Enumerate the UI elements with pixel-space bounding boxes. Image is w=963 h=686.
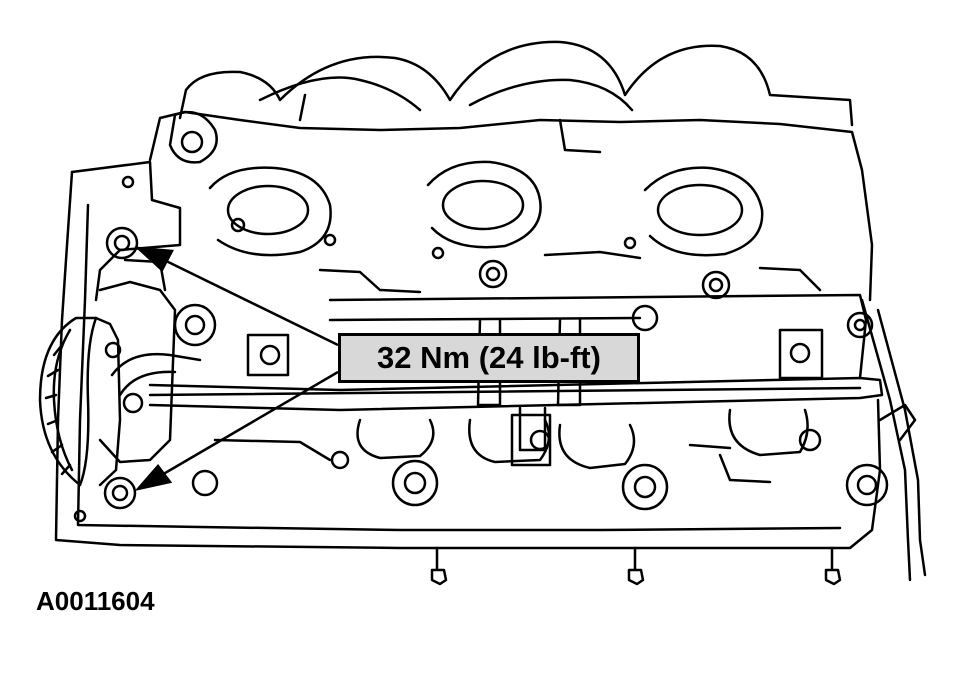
head-outer-frame bbox=[70, 160, 182, 302]
figure-id: A0011604 bbox=[36, 586, 155, 616]
torque-label: 32 Nm (24 lb-ft) bbox=[377, 340, 601, 375]
torx-bolt-icon bbox=[846, 311, 874, 339]
torx-bolt-icon bbox=[105, 226, 139, 260]
head-upper-body bbox=[148, 110, 874, 302]
camshaft bbox=[148, 376, 884, 412]
exhaust-port bbox=[226, 184, 310, 236]
leader-arrow-icon bbox=[134, 370, 339, 492]
exhaust-port bbox=[441, 179, 525, 231]
torx-bolt-icon bbox=[621, 463, 669, 511]
torx-bolt-icon bbox=[103, 476, 137, 510]
exhaust-port bbox=[656, 183, 744, 237]
leader-arrow-icon bbox=[134, 246, 339, 347]
torx-bolt-icon bbox=[173, 303, 217, 347]
cam-sprocket bbox=[38, 316, 122, 487]
torx-bolt-icon bbox=[391, 459, 439, 507]
cylinder-bore-outline bbox=[178, 40, 854, 127]
torque-callout: 32 Nm (24 lb-ft) bbox=[338, 333, 640, 383]
torx-bolt-icon bbox=[845, 463, 889, 507]
